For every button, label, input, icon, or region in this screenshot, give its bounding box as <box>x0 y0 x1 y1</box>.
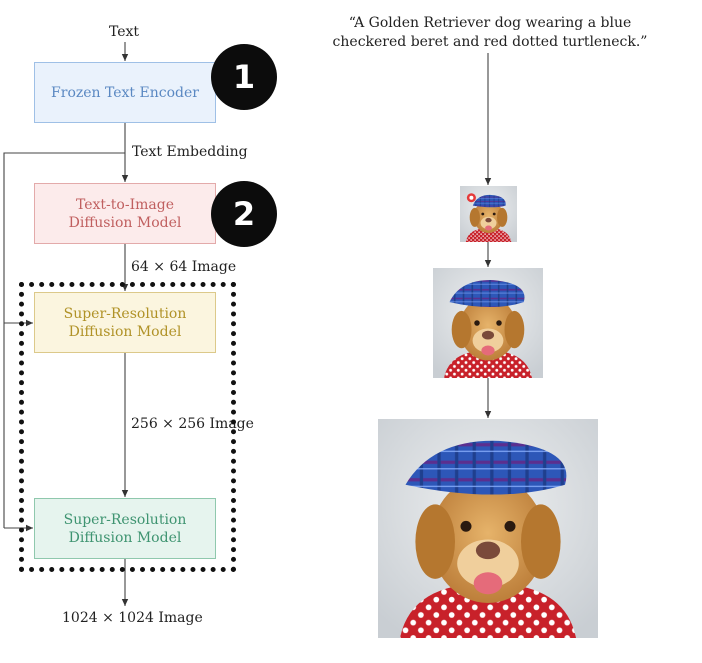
super-resolution-highlight-frame <box>19 282 236 572</box>
sr1-label-line1: Super-Resolution <box>63 305 187 322</box>
step-badge-2: 2 <box>211 181 277 247</box>
embedding-branch-line <box>3 152 125 528</box>
generated-image-64 <box>460 186 517 242</box>
generated-image-1024 <box>378 419 598 638</box>
sr2-label-line1: Super-Resolution <box>63 511 187 528</box>
t2i-label-line2: Diffusion Model <box>68 214 182 231</box>
super-resolution-model-2-box: Super-Resolution Diffusion Model <box>34 498 216 559</box>
image-64-label: 64 × 64 Image <box>131 259 237 275</box>
encoder-label: Frozen Text Encoder <box>51 84 199 101</box>
input-text-label: Text <box>109 24 140 40</box>
text-embedding-label: Text Embedding <box>132 144 248 160</box>
step-badge-1: 1 <box>211 44 277 110</box>
sr2-label-line2: Diffusion Model <box>68 529 182 546</box>
text-to-image-model-box: Text-to-Image Diffusion Model <box>34 183 216 244</box>
prompt-caption-line1: “A Golden Retriever dog wearing a blue <box>348 15 632 31</box>
frozen-text-encoder-box: Frozen Text Encoder <box>34 62 216 123</box>
prompt-caption: “A Golden Retriever dog wearing a blue c… <box>312 14 668 52</box>
prompt-caption-line2: checkered beret and red dotted turtlenec… <box>332 34 648 50</box>
t2i-label-line1: Text-to-Image <box>76 196 174 213</box>
sr1-label-line2: Diffusion Model <box>68 323 182 340</box>
image-1024-label: 1024 × 1024 Image <box>62 610 203 626</box>
generated-image-256 <box>433 268 543 378</box>
image-256-label: 256 × 256 Image <box>131 416 254 432</box>
super-resolution-model-1-box: Super-Resolution Diffusion Model <box>34 292 216 353</box>
